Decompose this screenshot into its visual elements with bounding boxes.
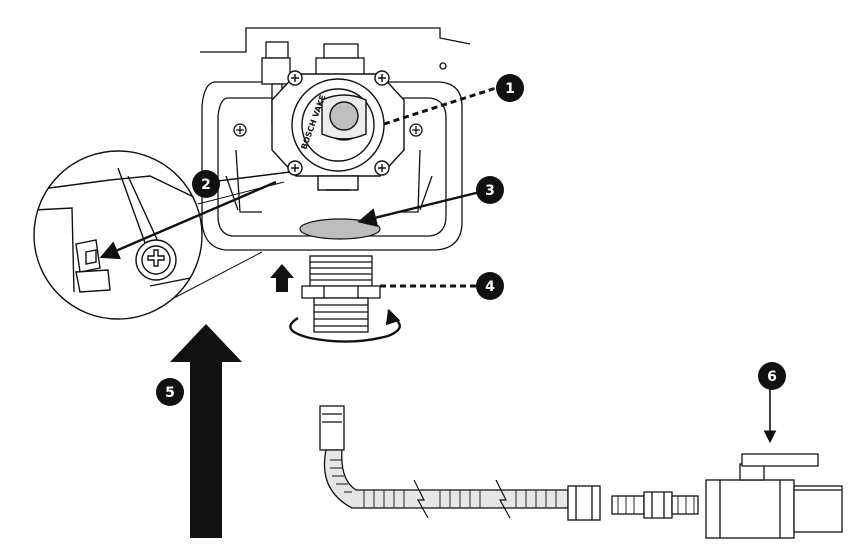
callout-3: 3 <box>476 176 504 204</box>
gasket-seal <box>299 218 381 240</box>
small-up-arrow <box>270 264 294 292</box>
callout-2: 2 <box>192 170 220 198</box>
threaded-adapter <box>301 255 381 333</box>
callout-1: 1 <box>496 74 524 102</box>
callout-3-label: 3 <box>485 183 495 199</box>
callout-5: 5 <box>156 378 184 406</box>
gas-valve <box>271 70 405 191</box>
large-up-arrow <box>170 324 242 538</box>
callout-6-label: 6 <box>767 369 777 385</box>
callout-2-label: 2 <box>201 177 211 193</box>
callout-4-label: 4 <box>485 279 495 295</box>
flex-gas-hose <box>319 405 601 521</box>
heater-body <box>200 27 471 251</box>
callout-5-label: 5 <box>165 385 175 401</box>
rotation-arrow <box>289 309 401 343</box>
callout-1-label: 1 <box>505 81 515 97</box>
zoom-detail <box>33 150 285 320</box>
callout-4: 4 <box>476 272 504 300</box>
callout-6: 6 <box>758 362 786 390</box>
shutoff-valve <box>705 453 843 539</box>
union-fitting <box>611 491 699 519</box>
